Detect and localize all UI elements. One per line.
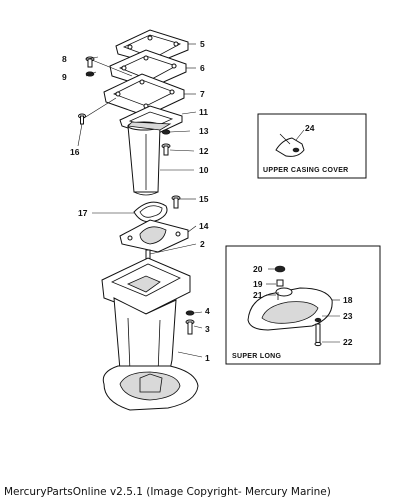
callout-15: 15 — [199, 194, 209, 204]
callout-20: 20 — [253, 264, 263, 274]
part-6-gasket — [109, 49, 187, 89]
callout-3: 3 — [205, 324, 210, 334]
part-10-exhaust-tube — [127, 121, 172, 196]
super-long-label: SUPER LONG — [232, 353, 282, 360]
callout-1: 1 — [205, 353, 210, 363]
exploded-parts-diagram: 5 6 7 11 13 12 10 15 14 2 4 3 1 8 9 16 1… — [62, 29, 381, 411]
part-17-seal — [133, 201, 168, 223]
callout-17: 17 — [78, 208, 88, 218]
callout-14: 14 — [199, 221, 209, 231]
copyright-footer: MercuryPartsOnline v2.5.1 (Image Copyrig… — [4, 486, 331, 498]
callout-5: 5 — [200, 39, 205, 49]
part-8-bolt — [85, 56, 95, 68]
callout-23: 23 — [343, 311, 353, 321]
callout-18: 18 — [343, 295, 353, 305]
callout-7: 7 — [200, 89, 205, 99]
callout-22: 22 — [343, 337, 353, 347]
callout-12: 12 — [199, 146, 209, 156]
part-13-washer — [161, 129, 171, 135]
part-1-driveshaft-housing — [101, 257, 199, 411]
callout-10: 10 — [199, 165, 209, 175]
callout-2: 2 — [200, 239, 205, 249]
callout-8: 8 — [62, 54, 67, 64]
part-15-bolt — [171, 195, 181, 209]
part-3-bolt — [185, 319, 195, 335]
callout-11: 11 — [199, 107, 208, 117]
upper-casing-cover-label: UPPER CASING COVER — [263, 167, 349, 174]
callout-6: 6 — [200, 63, 205, 73]
callout-24: 24 — [305, 123, 315, 133]
part-14-exhaust-plate — [119, 219, 189, 253]
callout-9: 9 — [62, 72, 67, 82]
callout-19: 19 — [253, 279, 263, 289]
callout-13: 13 — [199, 126, 209, 136]
part-12-bolt — [161, 143, 171, 156]
super-long-inset: 20 19 21 18 23 22 SUPER LONG — [225, 245, 381, 365]
upper-casing-cover-inset: 24 UPPER CASING COVER — [257, 113, 367, 179]
leader-lines — [77, 43, 203, 358]
callout-numbers: 5 6 7 11 13 12 10 15 14 2 4 3 1 8 9 16 1… — [62, 39, 210, 363]
part-16-screw — [78, 113, 86, 125]
part-4-washer — [185, 310, 195, 316]
callout-16: 16 — [70, 147, 80, 157]
callout-4: 4 — [205, 306, 210, 316]
callout-21: 21 — [253, 290, 263, 300]
